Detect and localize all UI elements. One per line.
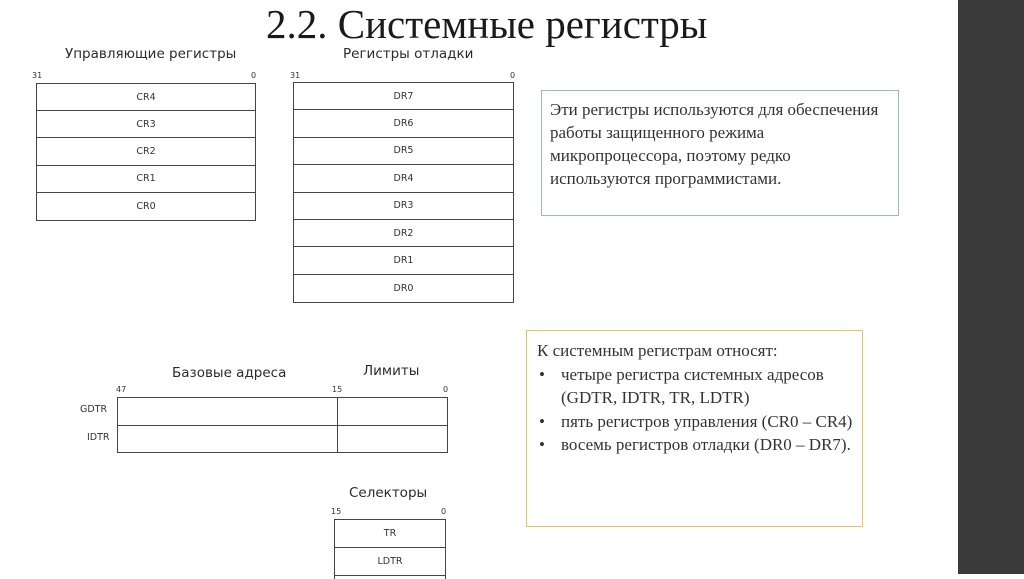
slide-title: 2.2. Системные регистры (266, 1, 708, 47)
idtr-label: IDTR (87, 432, 110, 443)
register-dr5: DR5 (294, 138, 513, 166)
register-cr0: CR0 (136, 200, 156, 212)
selectors-bit-high: 15 (331, 507, 342, 516)
control-bit-low: 0 (251, 71, 257, 80)
debug-registers-table: DR7 DR6 DR5 DR4 DR3 DR2 DR1 DR0 (293, 82, 514, 303)
address-bit-15: 15 (332, 385, 343, 394)
debug-bit-low: 0 (510, 71, 516, 80)
register-dr7: DR7 (294, 83, 513, 111)
note-system-registers-box: К системным регистрам относят: четыре ре… (526, 330, 863, 527)
address-bit-47: 47 (116, 385, 127, 394)
base-addresses-caption: Базовые адреса (172, 365, 287, 381)
limits-caption: Лимиты (363, 363, 420, 379)
control-bit-high: 31 (32, 71, 43, 80)
register-cr1: CR1 (37, 166, 255, 193)
list-item: пять регистров управления (CR0 – CR4) (537, 410, 854, 434)
register-dr1: DR1 (294, 247, 513, 275)
note-list: четыре регистра системных адресов (GDTR,… (537, 363, 854, 457)
control-registers-caption: Управляющие регистры (65, 46, 237, 62)
registers-diagram (24, 40, 516, 574)
selectors-bit-low: 0 (441, 507, 447, 516)
register-cr4: CR4 (37, 84, 255, 112)
address-registers-table (117, 397, 448, 453)
gdtr-label: GDTR (80, 404, 108, 415)
debug-registers-caption: Регистры отладки (343, 46, 474, 62)
selectors-table: TR LDTR (334, 519, 446, 579)
register-dr3: DR3 (294, 193, 513, 220)
selectors-caption: Селекторы (349, 485, 428, 501)
list-item: четыре регистра системных адресов (GDTR,… (537, 363, 854, 410)
register-dr0: DR0 (393, 282, 414, 294)
register-dr2: DR2 (294, 220, 513, 248)
address-bit-0: 0 (443, 385, 449, 394)
base-limit-divider (337, 398, 338, 452)
right-sidebar-bar (958, 0, 1024, 574)
debug-bit-high: 31 (290, 71, 301, 80)
note-usage-box: Эти регистры используются для обеспечени… (541, 90, 899, 216)
register-dr6: DR6 (294, 110, 513, 138)
control-registers-table: CR4 CR3 CR2 CR1 CR0 (36, 83, 256, 221)
address-row-divider (118, 425, 447, 426)
register-dr4: DR4 (294, 165, 513, 193)
register-tr: TR (335, 520, 445, 548)
register-ldtr: LDTR (335, 548, 445, 576)
register-cr2: CR2 (37, 138, 255, 166)
list-item: восемь регистров отладки (DR0 – DR7). (537, 433, 854, 457)
register-cr3: CR3 (37, 111, 255, 139)
note-intro: К системным регистрам относят: (537, 341, 778, 360)
